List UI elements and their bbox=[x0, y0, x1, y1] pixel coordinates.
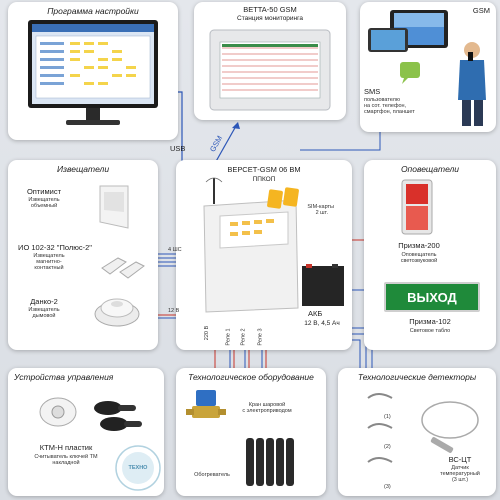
alerts-title: Оповещатели bbox=[400, 164, 460, 174]
devices-image bbox=[368, 10, 486, 126]
battery-spec: 12 В, 4,5 Ач bbox=[304, 320, 340, 327]
smoke-detector-icon bbox=[94, 298, 140, 327]
tech-equipment-image bbox=[186, 390, 294, 486]
reader-desc-2: накладной bbox=[52, 460, 80, 466]
sms-title: SMS bbox=[364, 87, 381, 96]
magnetic-contact-icon bbox=[101, 257, 145, 279]
detector-1-desc-1: Извещатель bbox=[28, 197, 60, 203]
techdet-mark-2: (2) bbox=[384, 444, 391, 450]
sensor-desc-2: температурный bbox=[440, 471, 480, 477]
gsm-arrow-head bbox=[232, 122, 240, 129]
heater-label: Обогреватель bbox=[194, 472, 230, 478]
detector-2-desc-2: магнитно- bbox=[36, 259, 62, 265]
detector-1-name: Оптимист bbox=[26, 187, 62, 196]
reader-keys-image bbox=[39, 397, 161, 491]
tech-detectors-image bbox=[367, 393, 479, 463]
siren-desc-1: Оповещатель bbox=[401, 252, 437, 258]
exit-sign-text: ВЫХОД bbox=[407, 289, 457, 305]
relay-1-label: Реле 1 bbox=[225, 328, 232, 346]
usb-label: USB bbox=[170, 144, 186, 153]
gsm-panel: GSM SMS пользователю на сот. телефон, см… bbox=[360, 2, 496, 132]
detectors-title: Извещатели bbox=[56, 164, 110, 174]
program-panel: Программа настройки bbox=[8, 2, 178, 140]
motion-detector-icon bbox=[99, 185, 129, 229]
board-desc: Световое табло bbox=[409, 328, 451, 334]
control-title: Устройства управления bbox=[14, 372, 114, 382]
tech-title: Технологическое оборудование bbox=[188, 372, 314, 382]
techdet-title: Технологические детекторы bbox=[357, 372, 477, 382]
program-title: Программа настройки bbox=[47, 6, 139, 16]
alerts-panel: Оповещатели Призма-200 Оповещатель свето… bbox=[364, 160, 496, 350]
sensor-desc-3: (3 шт.) bbox=[451, 477, 469, 483]
watermark-text: ТЕХНО bbox=[128, 465, 148, 471]
siren-desc-2: светозвуковой bbox=[400, 258, 438, 264]
valve-desc-2: с электроприводом bbox=[242, 408, 292, 414]
v220-label: 220 В bbox=[204, 325, 211, 341]
betta-title: BETTA-50 GSM bbox=[243, 5, 297, 14]
gsm-title: GSM bbox=[472, 6, 490, 15]
detector-3-desc-2: дымовой bbox=[32, 313, 56, 319]
sms-desc-2: на сот. телефон, bbox=[364, 103, 407, 109]
betta-panel: BETTA-50 GSM Станция мониторинга bbox=[194, 2, 346, 120]
techdet-mark-3: (3) bbox=[384, 484, 391, 490]
sensor-name: ВС-ЦТ bbox=[448, 455, 472, 464]
sim-label-2: 2 шт. bbox=[315, 210, 328, 216]
valve-desc-1: Кран шаровой bbox=[248, 402, 286, 408]
detector-3-name: Данко-2 bbox=[30, 297, 58, 306]
exit-sign: ВЫХОД bbox=[384, 282, 480, 312]
relay-2-label: Реле 2 bbox=[240, 328, 247, 346]
controller-device-image bbox=[203, 177, 344, 313]
sim-label-1: SIM-карты bbox=[307, 204, 334, 210]
detector-3-desc-1: Извещатель bbox=[28, 307, 60, 313]
controller-title: ВЕРСЕТ-GSM 06 ВМ bbox=[227, 165, 301, 174]
control-panel: Устройства управления КТМ-Н пластик Счит… bbox=[8, 368, 164, 496]
betta-subtitle: Станция мониторинга bbox=[237, 15, 303, 22]
sms-desc-3: смартфон, планшет bbox=[364, 109, 415, 115]
sms-desc-1: пользователю bbox=[364, 97, 400, 103]
siren-name: Призма-200 bbox=[398, 241, 440, 250]
sensor-desc-1: Датчик bbox=[451, 465, 469, 471]
shs-label: 4 ШС bbox=[168, 247, 182, 253]
detector-2-desc-3: контактный bbox=[34, 265, 64, 271]
monitor-image bbox=[28, 20, 158, 125]
detector-2-desc-1: Извещатель bbox=[33, 253, 65, 259]
controller-panel: ВЕРСЕТ-GSM 06 ВМ ППКОП SIM-карты 2 шт. А… bbox=[176, 160, 352, 350]
battery-label: АКБ bbox=[308, 309, 323, 318]
v12-label: 12 В bbox=[168, 308, 180, 314]
reader-name: КТМ-Н пластик bbox=[39, 443, 93, 452]
relay-3-label: Реле 3 bbox=[257, 328, 264, 346]
alerts-devices-image bbox=[401, 179, 433, 235]
tech-panel: Технологическое оборудование Кран шарово… bbox=[176, 368, 326, 496]
controller-subtitle: ППКОП bbox=[252, 176, 276, 183]
monitoring-station-image bbox=[209, 29, 331, 111]
board-name: Призма-102 bbox=[409, 317, 451, 326]
detector-1-desc-2: объемный bbox=[30, 203, 58, 209]
techdet-mark-1: (1) bbox=[384, 414, 391, 420]
reader-desc-1: Считыватель ключей ТМ bbox=[34, 454, 98, 460]
detector-2-name: ИО 102-32 "Полюс-2" bbox=[18, 243, 92, 252]
techdet-panel: Технологические детекторы (1) (2) (3) ВС… bbox=[338, 368, 496, 496]
detectors-panel: Извещатели Оптимист Извещатель объемный … bbox=[8, 160, 158, 350]
